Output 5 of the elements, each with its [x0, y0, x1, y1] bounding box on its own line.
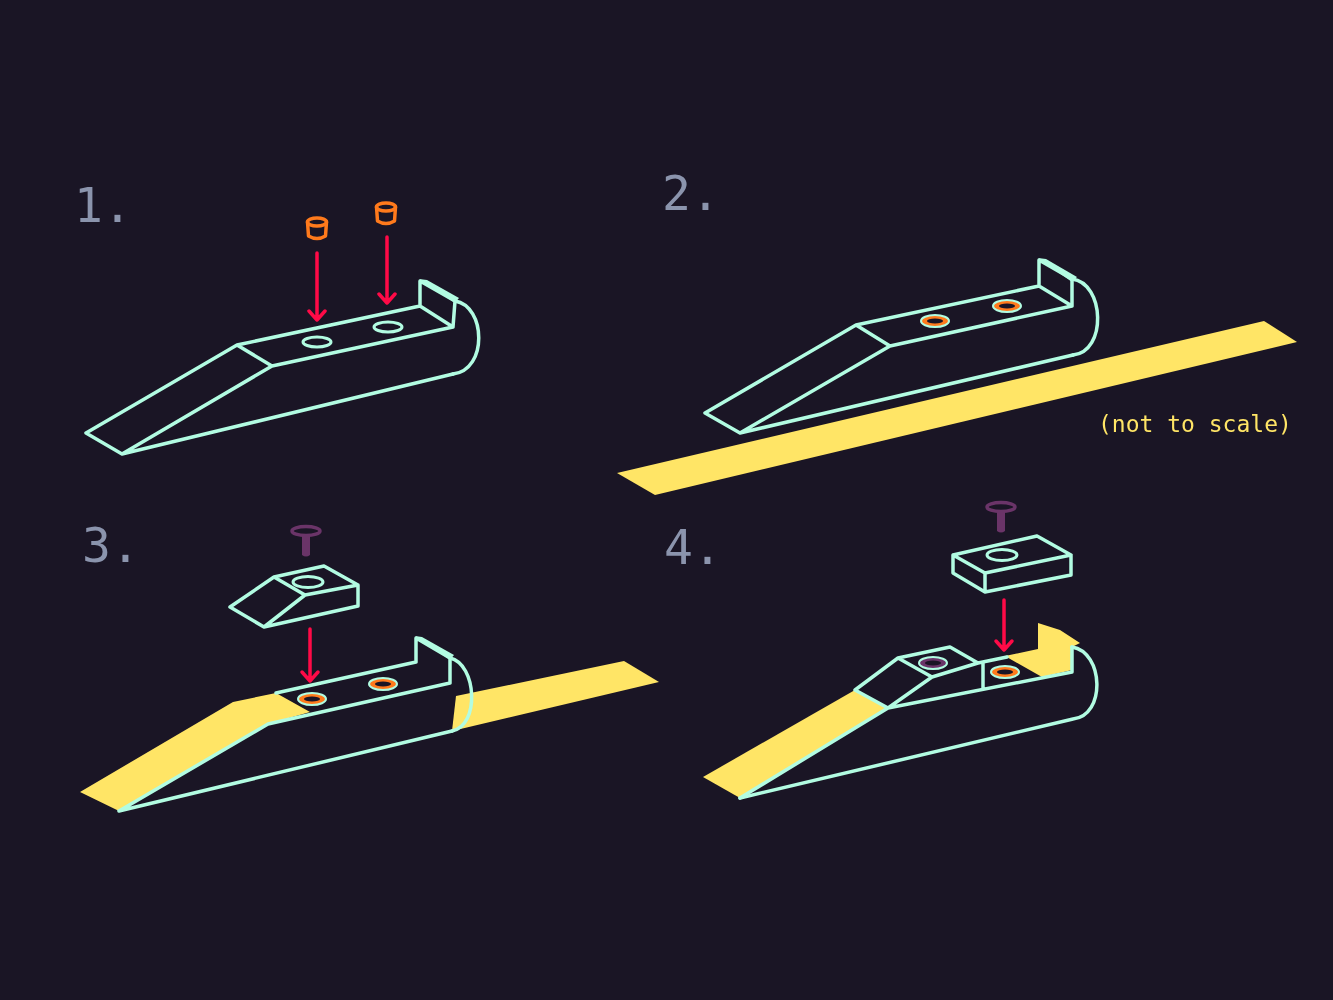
step-number: 2. — [662, 169, 720, 217]
scale-note: (not to scale) — [1098, 413, 1292, 436]
step-number: 3. — [82, 521, 140, 569]
step-number: 1. — [74, 181, 132, 229]
step-number: 4. — [664, 523, 722, 571]
